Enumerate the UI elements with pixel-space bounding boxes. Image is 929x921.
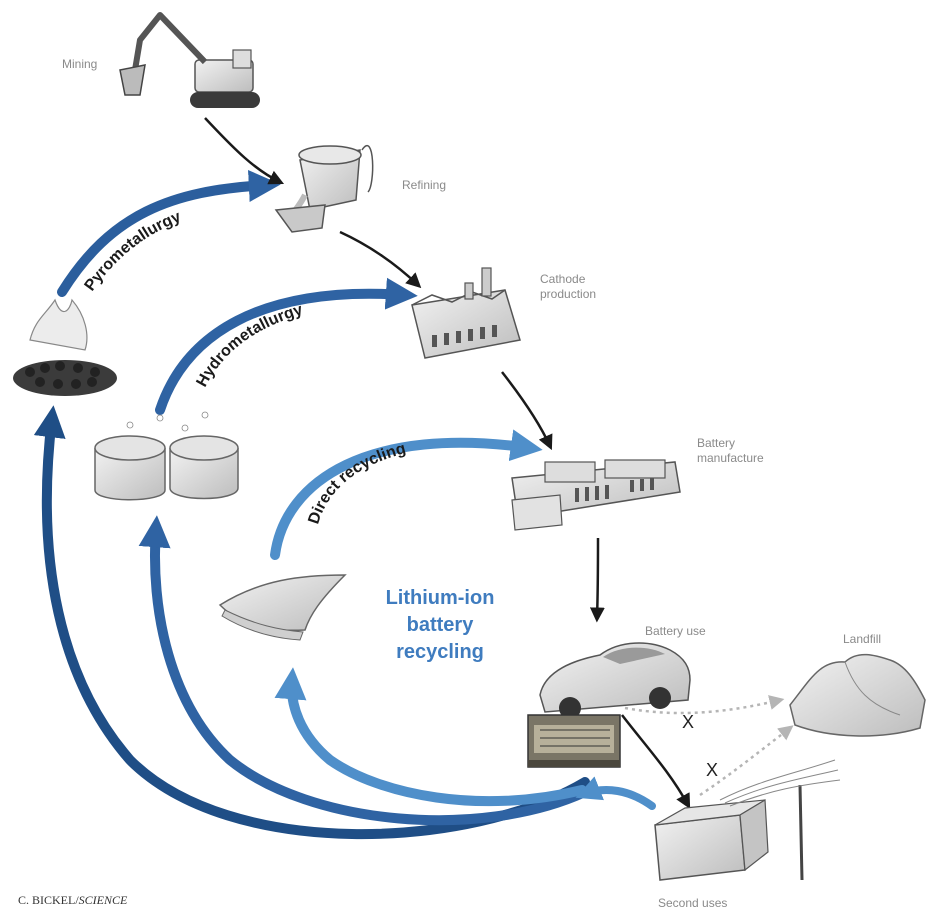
stage-label-refining: Refining — [402, 178, 447, 192]
flow-arrow-refining-to-cathode — [339, 230, 422, 289]
blocked-x-mark: X — [682, 712, 695, 732]
tanks-icon — [94, 411, 239, 501]
dotted-route-use-to-landfill — [624, 695, 785, 715]
blocked-landfill-routes — [624, 695, 794, 797]
stage-label-battery-use: Battery use — [645, 624, 706, 638]
flow-arrow-mining-to-refining — [204, 117, 285, 185]
car-icon — [539, 642, 691, 719]
credit-publication: SCIENCE — [78, 893, 128, 907]
second-use-return-route — [575, 776, 656, 810]
supply-chain-arrows — [204, 117, 691, 809]
ladle-icon — [274, 145, 374, 233]
stage-label-second-uses: Second uses — [658, 896, 728, 910]
stage-label-mining: Mining — [62, 57, 98, 71]
hydrometallurgy-arrow — [155, 277, 418, 415]
direct-recycling-arrow — [270, 429, 543, 560]
return-route-to-direct — [274, 667, 587, 807]
return-route-to-pyro — [33, 405, 590, 840]
pyrometallurgy-arrow — [57, 170, 281, 297]
blocked-x-mark: X — [706, 760, 719, 780]
title-line: Lithium-ion — [385, 587, 495, 609]
credit-author: C. BICKEL/ — [18, 893, 79, 907]
return-routes — [33, 405, 656, 840]
flow-arrow-manufacture-to-use — [589, 537, 605, 623]
dotted-route-second-to-landfill — [699, 725, 794, 797]
stage-label-landfill: Landfill — [843, 632, 882, 646]
flow-arrow-use-to-second-uses — [621, 714, 691, 809]
image-credit: C. BICKEL/SCIENCE — [18, 893, 127, 908]
title-line: battery — [406, 614, 474, 636]
flow-arrow-cathode-to-manufacture — [501, 371, 553, 451]
fire-ore-icon — [13, 298, 117, 396]
battery-factory-icon — [511, 459, 681, 531]
sheet-icon — [218, 574, 347, 641]
return-route-to-hydro — [138, 515, 590, 826]
stage-label-battery-manufacture: Battery manufacture — [697, 436, 764, 465]
hydrometallurgy-route: Hydrometallurgy — [155, 277, 418, 415]
factory-icon — [411, 267, 521, 359]
power-box-icon — [654, 759, 841, 881]
title-line: recycling — [396, 641, 484, 663]
pyrometallurgy-route: Pyrometallurgy — [57, 170, 281, 297]
diagram-title: Lithium-ion battery recycling — [340, 585, 540, 666]
excavator-icon — [119, 12, 260, 108]
stage-label-cathode-production: Cathode production — [540, 272, 597, 301]
shredder-icon — [527, 714, 621, 768]
direct-recycling-route: Direct recycling — [270, 429, 543, 560]
mountain-icon — [789, 653, 926, 737]
